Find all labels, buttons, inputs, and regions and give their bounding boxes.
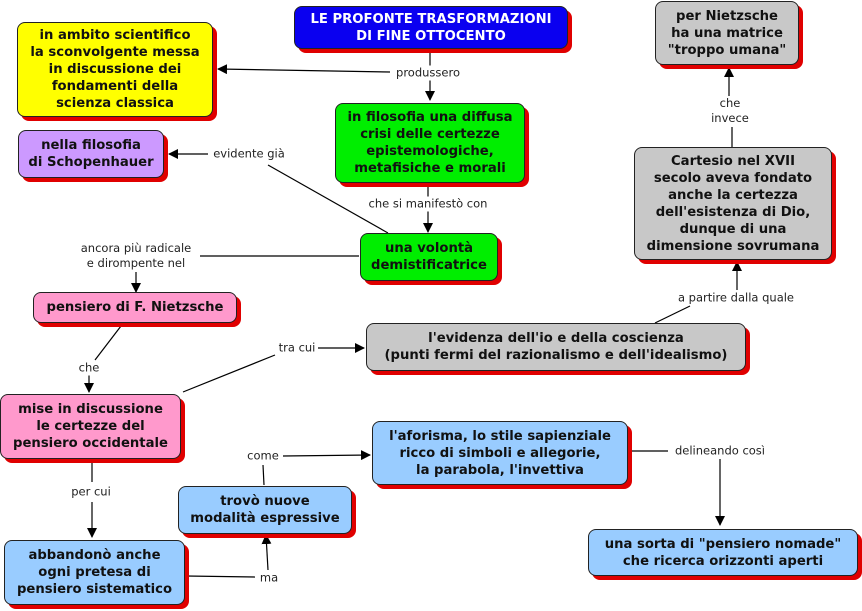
link-label-a-partire: a partire dalla quale xyxy=(676,290,796,306)
link-label-ma: ma xyxy=(258,570,280,586)
node-pensiero-nomade[interactable]: una sorta di "pensiero nomade" che ricer… xyxy=(588,529,858,576)
line-produssero-scientific xyxy=(217,64,391,75)
node-cartesio[interactable]: Cartesio nel XVII secolo aveva fondato a… xyxy=(634,147,832,260)
link-label-come: come xyxy=(246,448,280,464)
line-modalita-come xyxy=(262,464,265,486)
node-philosophy-crisis[interactable]: in filosofia una diffusa crisi delle cer… xyxy=(335,103,525,183)
node-nietzsche-matrix[interactable]: per Nietzsche ha una matrice "troppo uma… xyxy=(655,1,799,65)
link-label-produssero: produssero xyxy=(395,65,461,81)
node-volonta[interactable]: una volontà demistificatrice xyxy=(360,233,498,281)
line-evidenza-apartire xyxy=(654,305,691,324)
line-nietzsche-che xyxy=(94,325,122,361)
link-label-che: che xyxy=(77,360,101,376)
link-label-delineando: delineando così xyxy=(673,443,767,459)
node-schopenhauer[interactable]: nella filosofia di Schopenhauer xyxy=(18,130,164,178)
node-title[interactable]: LE PROFONTE TRASFORMAZIONI DI FINE OTTOC… xyxy=(294,6,568,49)
link-label-tra-cui: tra cui xyxy=(277,340,317,356)
line-ma-modalita xyxy=(261,534,272,571)
line-volonta-evidente xyxy=(267,164,389,234)
node-evidenza[interactable]: l'evidenza dell'io e della coscienza (pu… xyxy=(366,323,746,371)
node-abbandono[interactable]: abbandonò anche ogni pretesa di pensiero… xyxy=(4,540,185,605)
link-label-ancora-piu: ancora più radicale e dirompente nel xyxy=(79,241,193,271)
line-come-aforisma xyxy=(282,450,371,461)
node-scientific[interactable]: in ambito scientifico la sconvolgente me… xyxy=(17,22,213,117)
link-label-che-invece: che invece xyxy=(710,96,750,126)
link-label-per-cui: per cui xyxy=(70,484,112,500)
link-label-evidente-gia: evidente già xyxy=(212,146,286,162)
node-mise-in-discussione[interactable]: mise in discussione le certezze del pens… xyxy=(0,394,181,459)
line-abbandono-ma xyxy=(185,575,256,578)
line-mise-tracui xyxy=(182,354,276,393)
node-aforisma[interactable]: l'aforisma, lo stile sapienziale ricco d… xyxy=(372,421,628,485)
node-nietzsche-thought[interactable]: pensiero di F. Nietzsche xyxy=(33,292,237,323)
node-nuove-modalita[interactable]: trovò nuove modalità espressive xyxy=(178,486,352,534)
link-label-che-si-manifesto: che si manifestò con xyxy=(367,196,489,212)
